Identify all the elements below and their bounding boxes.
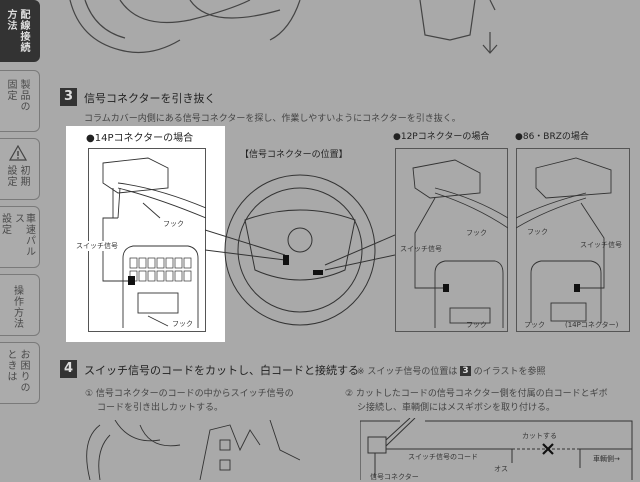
step-3-title: 信号コネクターを引き抜く <box>84 92 216 105</box>
location-title: 【信号コネクターの位置】 <box>240 150 348 160</box>
step-4-item-1: ① 信号コネクターのコードの中からスイッチ信号の コードを引き出しカットする。 <box>85 387 294 415</box>
item-1-line: コードを引き出しカットする。 <box>97 403 224 413</box>
hook-label: フック <box>466 321 487 329</box>
hook-label: フック <box>524 321 545 329</box>
note-prefix: ※ スイッチ信号の位置は <box>357 367 458 377</box>
tab-label: 操作方法 <box>11 285 23 329</box>
tab-label: 初期 <box>18 165 29 187</box>
connector-pin <box>129 257 138 269</box>
step-4-title: スイッチ信号のコードをカットし、白コードと接続する <box>84 364 359 377</box>
connector-pin <box>138 270 147 282</box>
panel-12p-title: ●12Pコネクターの場合 <box>393 132 490 142</box>
panel-14p-frame <box>88 148 206 332</box>
highlight-panel-14p <box>66 126 225 342</box>
tab-label: 車速パルス <box>12 213 35 257</box>
note-suffix: のイラストを参照 <box>473 367 546 377</box>
tab-product-fixing[interactable]: 製品の 固定 <box>0 70 40 132</box>
steering-wheel-illustration <box>205 174 395 326</box>
tab-label: 配線接続 <box>18 9 29 53</box>
panel-86-frame <box>516 148 630 332</box>
tab-troubleshooting[interactable]: お困りの ときは <box>0 342 40 404</box>
connector-pin <box>174 257 183 269</box>
connector-pin <box>156 270 165 282</box>
tab-wiring-method[interactable]: 配線接続 方法 <box>0 0 40 62</box>
tab-label: 固定 <box>5 79 16 101</box>
step-4-item-2: ② カットしたコードの信号コネクター側を付属の白コードとギボ シ接続し、車輌側に… <box>345 387 608 415</box>
male-label: オス <box>494 465 508 473</box>
switch-signal-label: スイッチ信号 <box>580 241 622 249</box>
item-2-line: ② カットしたコードの信号コネクター側を付属の白コードとギボ <box>345 389 608 399</box>
cut-label: カットする <box>522 432 557 440</box>
connector-pin <box>156 257 165 269</box>
step-4-note: ※ スイッチ信号の位置は 3 のイラストを参照 <box>357 364 546 377</box>
connector-pin <box>147 270 156 282</box>
vehicle-side-label: 車輌側→ <box>593 455 620 463</box>
connector-pin <box>147 257 156 269</box>
hook-label: フック <box>172 320 193 328</box>
connector-14p-illustration <box>102 157 206 328</box>
top-illustration <box>69 0 498 54</box>
tab-label: ときは <box>5 349 16 382</box>
hook-label: フック <box>527 228 548 236</box>
connector-pin <box>183 270 192 282</box>
switch-cord-label: スイッチ信号のコード <box>408 453 478 461</box>
tab-speed-pulse-settings[interactable]: 車速パルス 設定 <box>0 206 40 268</box>
connector-note: (14Pコネクター) <box>565 321 619 329</box>
connector-pin <box>174 270 183 282</box>
warning-icon <box>9 145 27 161</box>
hook-label: フック <box>163 220 184 228</box>
tab-label: 設定 <box>5 165 16 187</box>
switch-signal-label: スイッチ信号 <box>400 245 442 253</box>
tab-operation[interactable]: 操作方法 <box>0 274 40 336</box>
connector-pin <box>183 257 192 269</box>
tab-label: 製品の <box>18 79 29 112</box>
tab-label: 設定 <box>0 213 11 235</box>
tab-label: 方法 <box>5 9 16 31</box>
panel-86-title: ●86・BRZの場合 <box>515 132 589 142</box>
note-ref-badge: 3 <box>460 365 471 376</box>
connector-86-illustration <box>516 157 612 323</box>
connector-pin <box>165 270 174 282</box>
hook-label: フック <box>466 229 487 237</box>
wiring-diagram <box>360 418 633 480</box>
panel-14p-title: ●14Pコネクターの場合 <box>86 133 194 144</box>
tab-label: お困りの <box>18 349 29 393</box>
connector-12p-illustration <box>412 159 508 328</box>
connector-pin <box>165 257 174 269</box>
column-illustration <box>86 420 300 480</box>
step-3-description: コラムカバー内側にある信号コネクターを探し、作業しやすいようにコネクターを引き抜… <box>84 114 461 124</box>
item-2-line: シ接続し、車輌側にはメスギボシを取り付ける。 <box>357 403 556 413</box>
tab-initial-settings[interactable]: 初期 設定 <box>0 138 40 200</box>
item-1-line: ① 信号コネクターのコードの中からスイッチ信号の <box>85 389 294 399</box>
panel-12p-frame <box>395 148 508 332</box>
step-4-number: 4 <box>60 360 77 378</box>
switch-signal-label: スイッチ信号 <box>76 241 118 251</box>
step-3-number: 3 <box>60 88 77 106</box>
connector-pin <box>138 257 147 269</box>
connector-label: 信号コネクター <box>370 473 419 481</box>
